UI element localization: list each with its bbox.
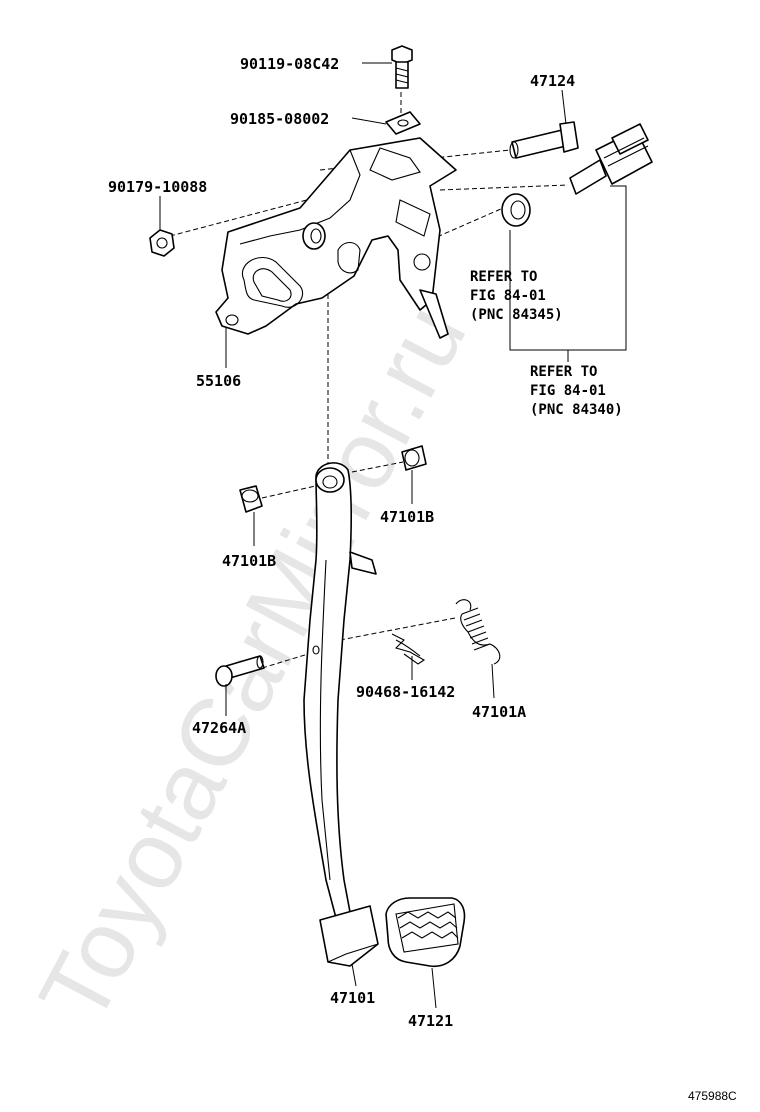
label-pad: 47121 bbox=[408, 1012, 453, 1030]
ref2-line3: (PNC 84340) bbox=[530, 402, 623, 418]
spring-part bbox=[455, 599, 501, 665]
nut-part bbox=[149, 229, 175, 257]
reference-note-2: REFER TO FIG 84-01 (PNC 84340) bbox=[530, 364, 623, 418]
bolt-part bbox=[391, 45, 413, 89]
switch-part bbox=[569, 123, 653, 195]
label-bushing-left: 47101B bbox=[222, 552, 276, 570]
ref2-line1: REFER TO bbox=[530, 364, 597, 380]
pedal-support-bracket bbox=[215, 137, 457, 339]
label-support: 55106 bbox=[196, 372, 241, 390]
leader-lines bbox=[159, 62, 627, 1009]
clevis-pin-part bbox=[215, 655, 265, 687]
reference-note-1: REFER TO FIG 84-01 (PNC 84345) bbox=[470, 269, 563, 323]
ref1-line1: REFER TO bbox=[470, 269, 537, 285]
ref2-line2: FIG 84-01 bbox=[530, 383, 606, 399]
clip-part bbox=[391, 633, 426, 665]
label-clip: 90468-16142 bbox=[356, 683, 455, 701]
ref1-line2: FIG 84-01 bbox=[470, 288, 546, 304]
bushing-left-part bbox=[239, 485, 263, 513]
label-pin-top: 47124 bbox=[530, 72, 575, 90]
label-spring: 47101A bbox=[472, 703, 526, 721]
bushing-right-part bbox=[401, 445, 427, 471]
pin-part bbox=[509, 121, 579, 159]
washer-part bbox=[385, 111, 421, 135]
figure-id: 475988C bbox=[688, 1089, 737, 1103]
label-clevis-pin: 47264A bbox=[192, 719, 246, 737]
label-bushing-right: 47101B bbox=[380, 508, 434, 526]
pedal-arm bbox=[303, 462, 379, 967]
label-pedal: 47101 bbox=[330, 989, 375, 1007]
label-washer: 90185-08002 bbox=[230, 110, 329, 128]
part-labels: 90119-08C42 90185-08002 47124 90179-1008… bbox=[108, 55, 575, 1030]
ref1-line3: (PNC 84345) bbox=[470, 307, 563, 323]
label-nut: 90179-10088 bbox=[108, 178, 207, 196]
label-bolt: 90119-08C42 bbox=[240, 55, 339, 73]
bushing-bracket-part bbox=[501, 193, 531, 227]
pedal-pad-part bbox=[385, 897, 466, 968]
